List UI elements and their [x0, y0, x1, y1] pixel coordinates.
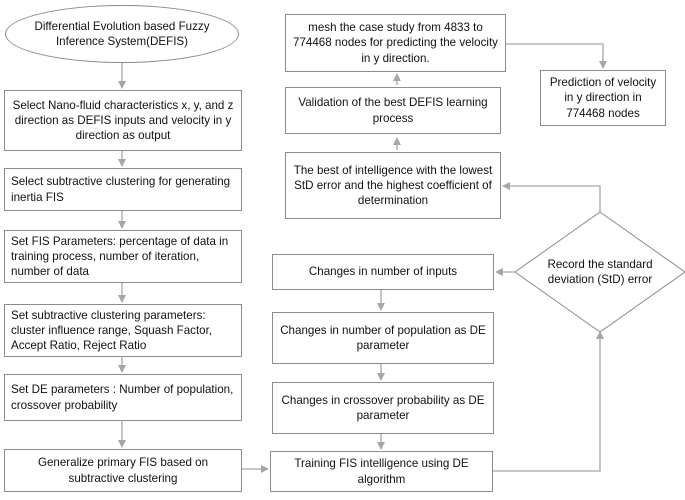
select-inputs-box: Select Nano-fluid characteristics x, y, … [4, 90, 242, 151]
mesh-box: mesh the case study from 4833 to 774468 … [285, 14, 506, 72]
generalize-fis-label: Generalize primary FIS based on subtract… [37, 456, 209, 485]
arrow-training-to-record [493, 331, 604, 472]
record-std-diamond [514, 211, 685, 333]
changes-population-box: Changes in number of population as DE pa… [272, 312, 494, 364]
changes-crossover-label: Changes in crossover probability as DE p… [281, 393, 485, 422]
changes-inputs-box: Changes in number of inputs [272, 254, 494, 290]
set-de-params-box: Set DE parameters : Number of population… [4, 374, 242, 421]
generalize-fis-box: Generalize primary FIS based on subtract… [4, 449, 242, 492]
training-fis-box: Training FIS intelligence using DE algor… [270, 451, 493, 492]
set-de-params-label: Set DE parameters : Number of population… [11, 383, 234, 412]
best-intelligence-label: The best of intelligence with the lowest… [293, 163, 493, 208]
changes-crossover-box: Changes in crossover probability as DE p… [272, 382, 494, 434]
set-subtractive-params-label: Set subtractive clustering parameters: c… [11, 308, 213, 353]
arrow-mesh-to-prediction [506, 43, 607, 69]
select-subtractive-label: Select subtractive clustering for genera… [11, 175, 231, 204]
set-fis-params-label: Set FIS Parameters: percentage of data i… [11, 234, 229, 279]
best-intelligence-box: The best of intelligence with the lowest… [285, 152, 501, 219]
mesh-label: mesh the case study from 4833 to 774468 … [293, 21, 498, 65]
set-fis-params-box: Set FIS Parameters: percentage of data i… [4, 230, 242, 283]
select-inputs-label: Select Nano-fluid characteristics x, y, … [12, 98, 234, 143]
start-label: Differential Evolution based Fuzzy Infer… [34, 19, 210, 48]
changes-inputs-label: Changes in number of inputs [308, 265, 458, 279]
record-std-label: Record the standard deviation (StD) erro… [547, 257, 653, 286]
set-subtractive-params-box: Set subtractive clustering parameters: c… [4, 304, 242, 357]
select-subtractive-box: Select subtractive clustering for genera… [4, 168, 242, 211]
prediction-box: Prediction of velocity in y direction in… [540, 70, 666, 126]
start-ellipse: Differential Evolution based Fuzzy Infer… [5, 5, 239, 63]
validation-label: Validation of the best DEFIS learning pr… [298, 96, 488, 125]
training-fis-label: Training FIS intelligence using DE algor… [294, 457, 469, 486]
prediction-label: Prediction of velocity in y direction in… [549, 76, 657, 120]
arrow-record-to-best [502, 182, 601, 212]
validation-box: Validation of the best DEFIS learning pr… [285, 87, 501, 134]
changes-population-label: Changes in number of population as DE pa… [280, 323, 486, 352]
